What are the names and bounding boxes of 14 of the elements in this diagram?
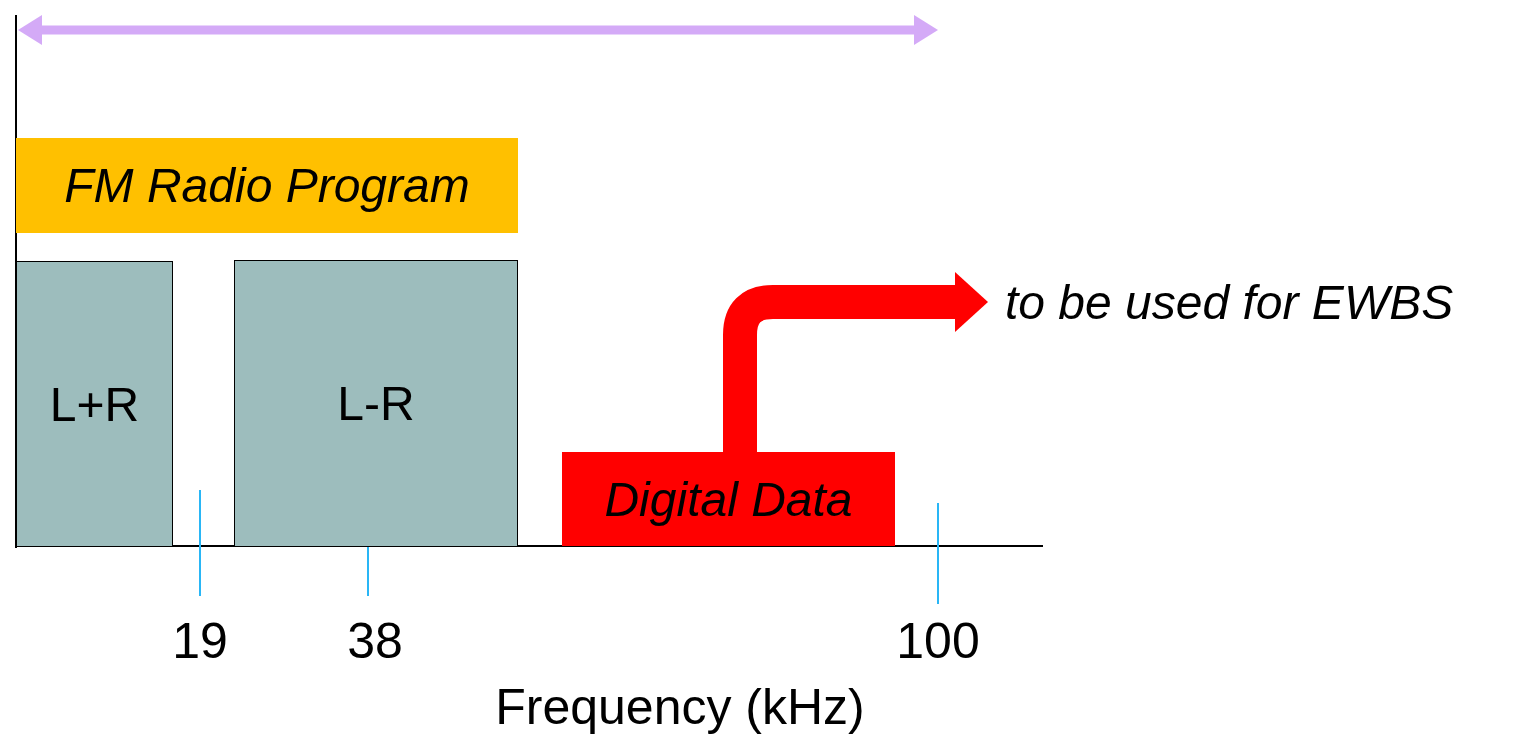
spectrum-block bbox=[234, 260, 518, 547]
block-label: Digital Data bbox=[604, 471, 853, 527]
tick-label: 38 bbox=[347, 612, 403, 670]
block-label: L+R bbox=[49, 376, 140, 432]
spectrum-block bbox=[562, 452, 895, 546]
tick-label: 100 bbox=[896, 612, 980, 670]
note-text: to be used for EWBS bbox=[1005, 262, 1515, 342]
tick-label: 19 bbox=[172, 612, 228, 670]
block-label: FM Radio Program bbox=[64, 158, 470, 213]
spectrum-block bbox=[16, 261, 173, 547]
axis-title: Frequency (kHz) bbox=[495, 678, 865, 736]
block-label: L-R bbox=[337, 376, 415, 431]
band-bar bbox=[16, 138, 518, 233]
arrow bbox=[723, 272, 988, 452]
